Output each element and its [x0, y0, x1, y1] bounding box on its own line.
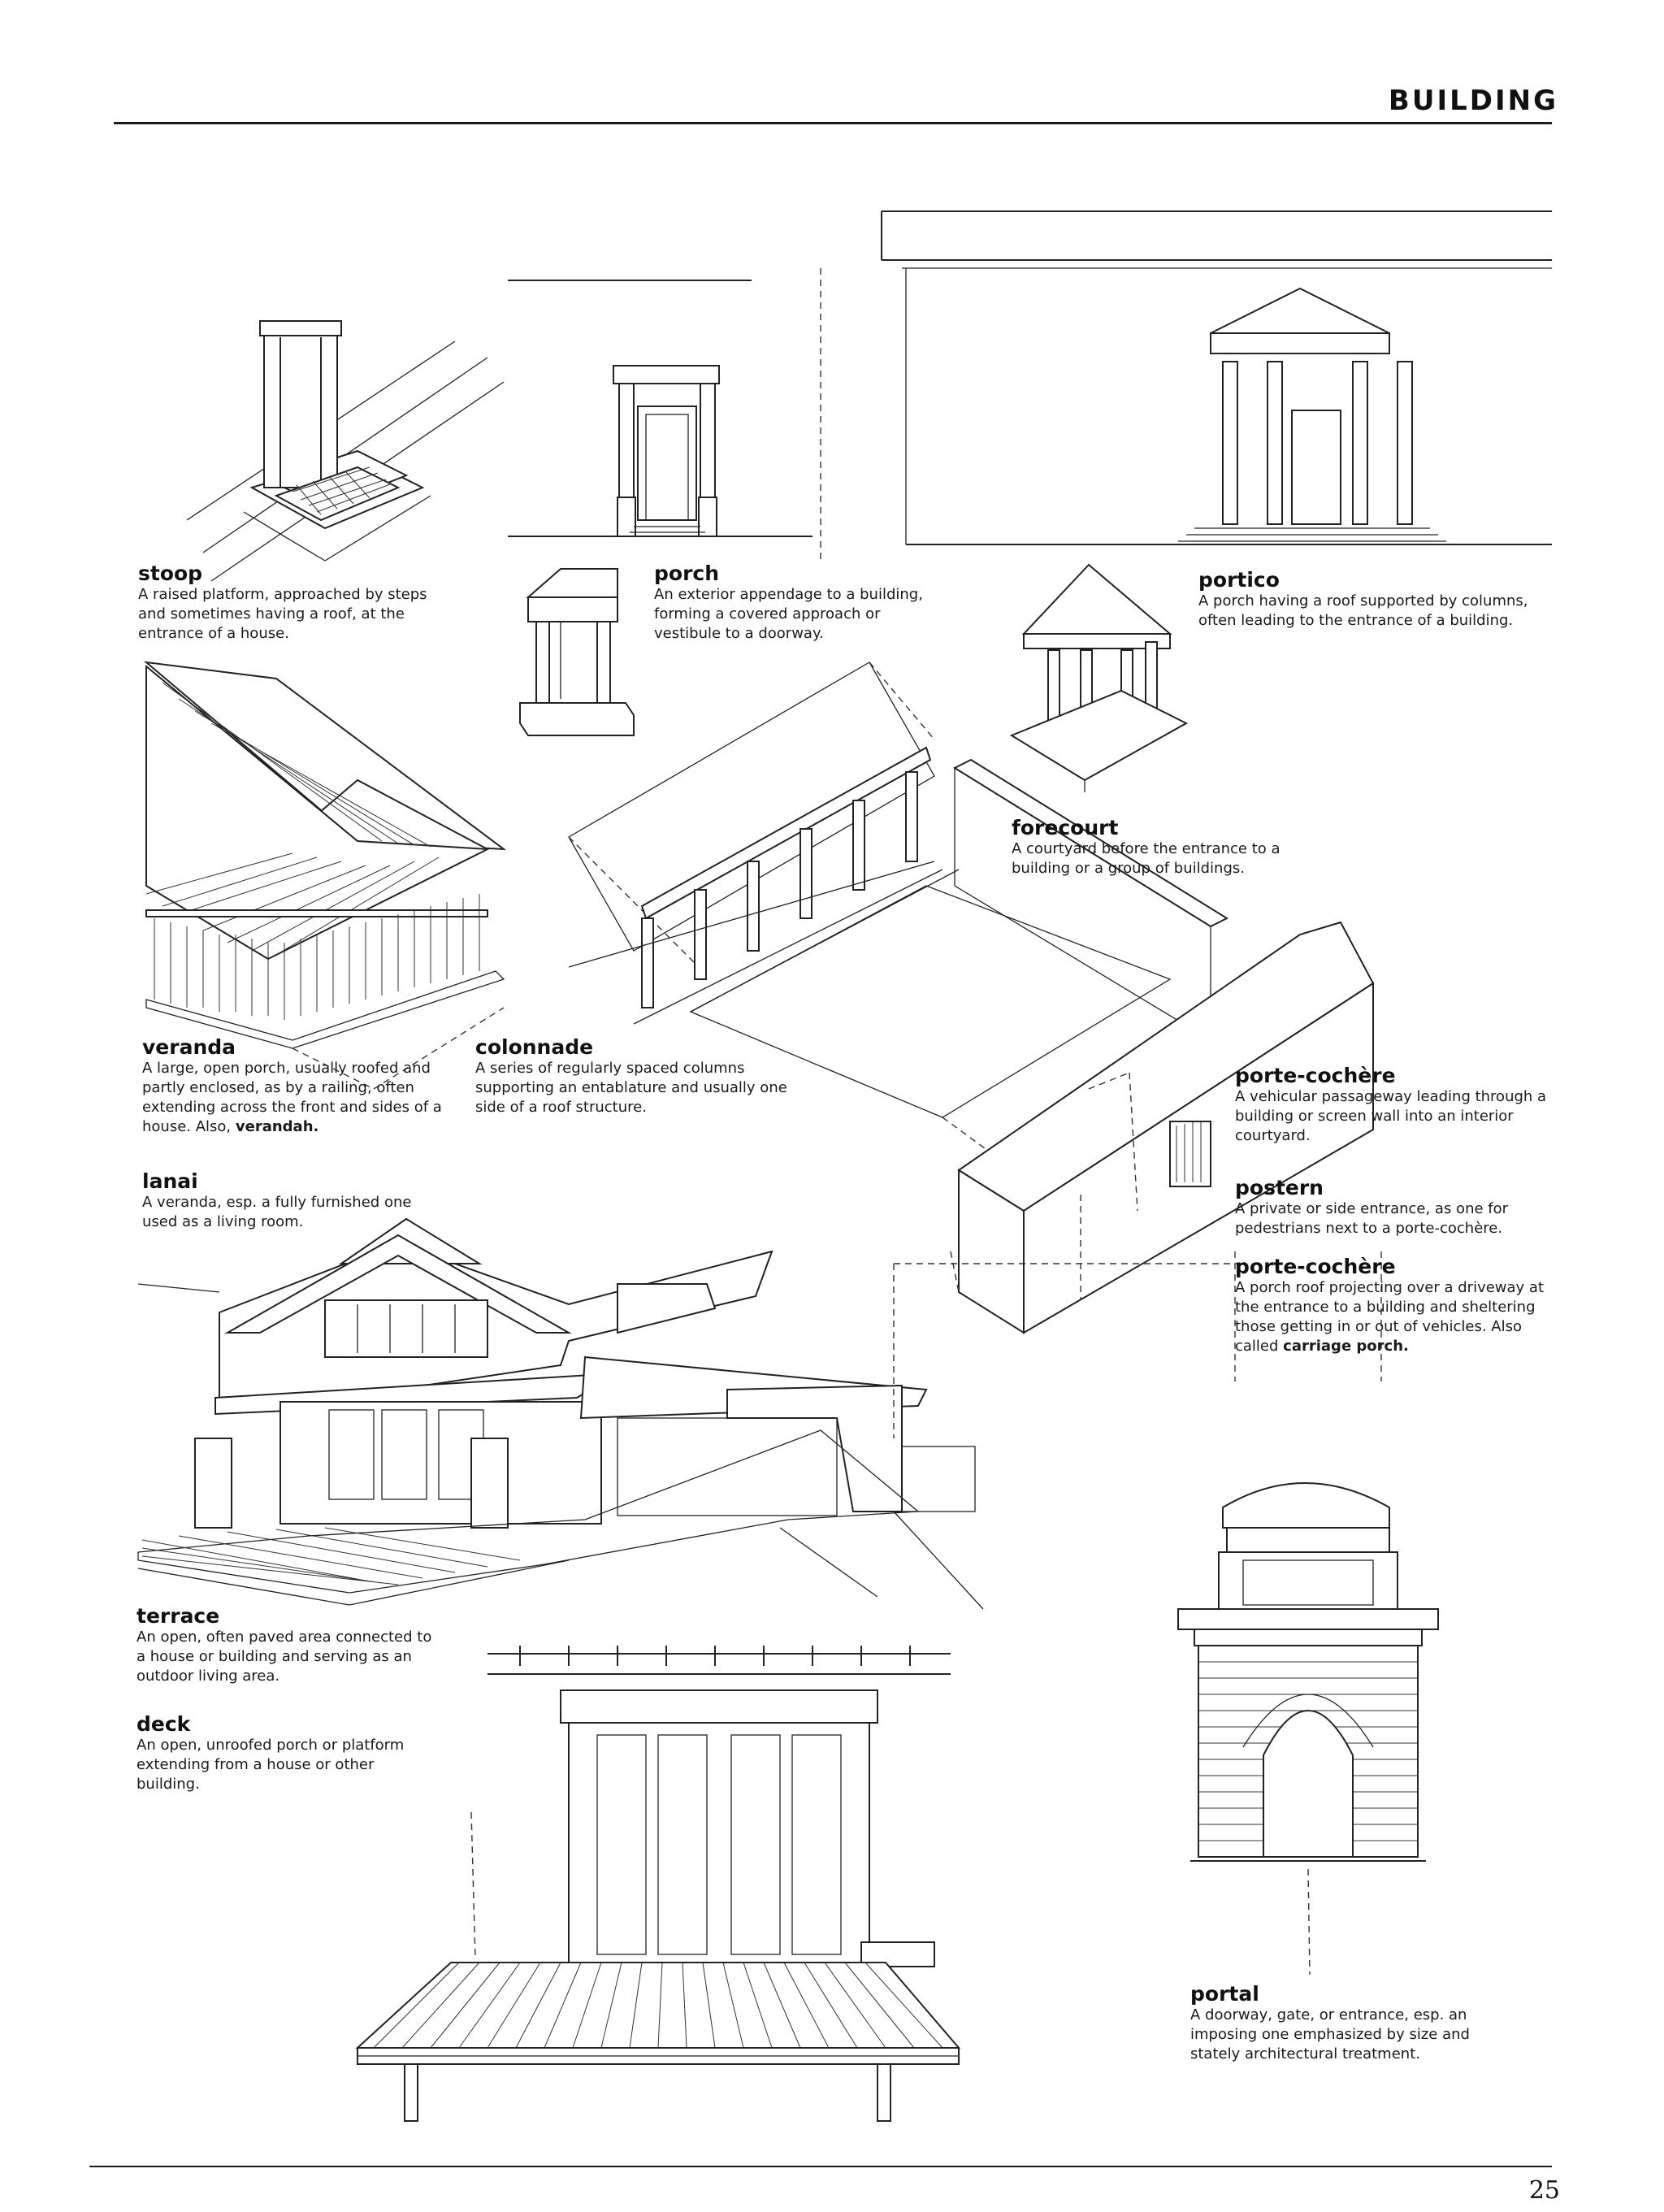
definition-porte-cochere-roof-text: A porch roof projecting over a driveway … [1235, 1279, 1545, 1355]
term-porte-cochere-roof: porte-cochère [1235, 1255, 1396, 1278]
portal-illustration [893, 1251, 1439, 1976]
term-lanai: lanai [142, 1169, 198, 1193]
entry-postern: postern A private or side entrance, as o… [1235, 1177, 1552, 1238]
definition-portal: A doorway, gate, or entrance, esp. an im… [1190, 2006, 1470, 2062]
definition-porch: An exterior appendage to a building, for… [654, 586, 923, 642]
section-title: BUILDING [1388, 85, 1558, 117]
entry-portal: portal A doorway, gate, or entrance, esp… [1190, 1983, 1515, 2064]
term-porte-cochere-passage: porte-cochère [1235, 1064, 1396, 1087]
entry-portico: portico A porch having a roof supported … [1198, 569, 1556, 631]
entry-veranda: veranda A large, open porch, usually roo… [142, 1036, 459, 1137]
lanai-terrace-illustration [137, 1217, 984, 1610]
entry-forecourt: forecourt A courtyard before the entranc… [1012, 817, 1337, 878]
entry-porte-cochere-passage: porte-cochère A vehicular passageway lea… [1235, 1065, 1552, 1146]
definition-stoop: A raised platform, approached by steps a… [138, 586, 427, 642]
term-deck: deck [136, 1712, 191, 1736]
definition-lanai: A veranda, esp. a fully furnished one us… [142, 1194, 412, 1230]
footer-rule [89, 2166, 1552, 2167]
colonnade-forecourt-illustration [568, 661, 1375, 1334]
porch-illustration [508, 268, 821, 736]
entry-porch: porch An exterior appendage to a buildin… [654, 562, 934, 644]
page-number: 25 [1528, 2176, 1560, 2205]
portico-illustration [881, 210, 1552, 792]
term-portal: portal [1190, 1982, 1259, 2006]
term-portico: portico [1198, 568, 1280, 592]
entry-porte-cochere-roof: porte-cochère A porch roof projecting ov… [1235, 1256, 1552, 1356]
definition-veranda-text: A large, open porch, usually roofed and … [142, 1060, 442, 1135]
term-colonnade: colonnade [475, 1035, 594, 1059]
also-term-carriage-porch: carriage porch. [1283, 1338, 1409, 1355]
definition-porte-cochere-roof: A porch roof projecting over a driveway … [1235, 1278, 1552, 1356]
also-term-verandah: verandah. [235, 1118, 319, 1135]
definition-terrace: An open, often paved area connected to a… [136, 1629, 432, 1685]
definition-veranda: A large, open porch, usually roofed and … [142, 1059, 459, 1137]
definition-postern: A private or side entrance, as one for p… [1235, 1200, 1509, 1237]
term-postern: postern [1235, 1176, 1324, 1199]
term-forecourt: forecourt [1012, 816, 1119, 839]
definition-colonnade: A series of regularly spaced columns sup… [475, 1060, 787, 1116]
header-rule [114, 122, 1552, 124]
veranda-illustration [143, 661, 507, 1090]
deck-illustration [355, 1646, 961, 2122]
entry-deck: deck An open, unroofed porch or platform… [136, 1713, 429, 1794]
entry-terrace: terrace An open, often paved area connec… [136, 1605, 445, 1686]
definition-forecourt: A courtyard before the entrance to a bui… [1012, 840, 1280, 877]
term-stoop: stoop [138, 562, 203, 585]
entry-colonnade: colonnade A series of regularly spaced c… [475, 1036, 792, 1117]
definition-porte-cochere-passage: A vehicular passageway leading through a… [1235, 1088, 1547, 1144]
definition-deck: An open, unroofed porch or platform exte… [136, 1737, 405, 1793]
term-terrace: terrace [136, 1604, 220, 1628]
entry-lanai: lanai A veranda, esp. a fully furnished … [142, 1170, 418, 1232]
term-porch: porch [654, 562, 720, 585]
entry-stoop: stoop A raised platform, approached by s… [138, 562, 455, 644]
stoop-illustration [186, 320, 505, 582]
term-veranda: veranda [142, 1035, 236, 1059]
definition-portico: A porch having a roof supported by colum… [1198, 592, 1528, 629]
